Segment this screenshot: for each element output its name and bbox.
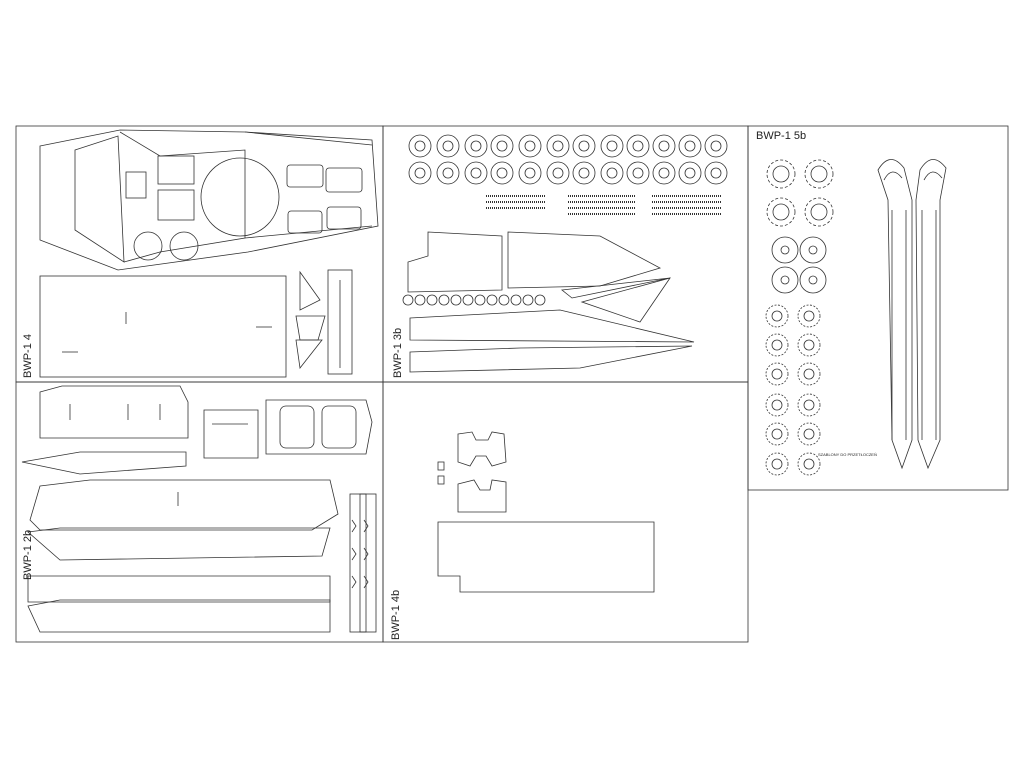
turret-ring xyxy=(200,157,280,237)
sheet-frame-hatch xyxy=(382,381,749,643)
round-hatch xyxy=(169,231,199,261)
sheet-label-hull-top: BWP-1 4 xyxy=(22,333,34,378)
idler-templates xyxy=(771,236,827,294)
sheet-label-templates: BWP-1 5b xyxy=(756,130,807,142)
hatch-opening xyxy=(157,189,195,221)
road-wheels xyxy=(408,134,728,185)
hatch-opening xyxy=(157,155,195,185)
hull-strip xyxy=(327,269,353,375)
hull-floor-plate xyxy=(39,275,287,378)
hull-top-plate xyxy=(39,129,379,271)
sheet-label-hull-sides: BWP-1 2b xyxy=(22,529,34,580)
track-strip-left xyxy=(877,159,913,470)
round-hatch xyxy=(133,231,163,261)
sheet-label-hatch: BWP-1 4b xyxy=(390,589,402,640)
roadwheel-templates xyxy=(765,304,821,476)
sheet-frame-templates xyxy=(747,125,1009,491)
small-wheels xyxy=(402,294,546,306)
hatch-parts xyxy=(437,431,655,593)
sheet-label-wheels: BWP-1 3b xyxy=(392,327,404,378)
hull-side-parts xyxy=(21,385,377,633)
sheet-frame-hull-sides xyxy=(15,381,384,643)
track-strip-right xyxy=(915,159,947,470)
side-panels xyxy=(407,231,695,373)
track-link-blocks xyxy=(486,195,722,215)
sprocket-templates xyxy=(766,159,834,227)
small-brackets xyxy=(295,270,326,369)
template-caption: SZABLONY DO PRZETŁOCZEŃ xyxy=(818,452,877,457)
sheet-frame-wheels xyxy=(382,125,749,383)
